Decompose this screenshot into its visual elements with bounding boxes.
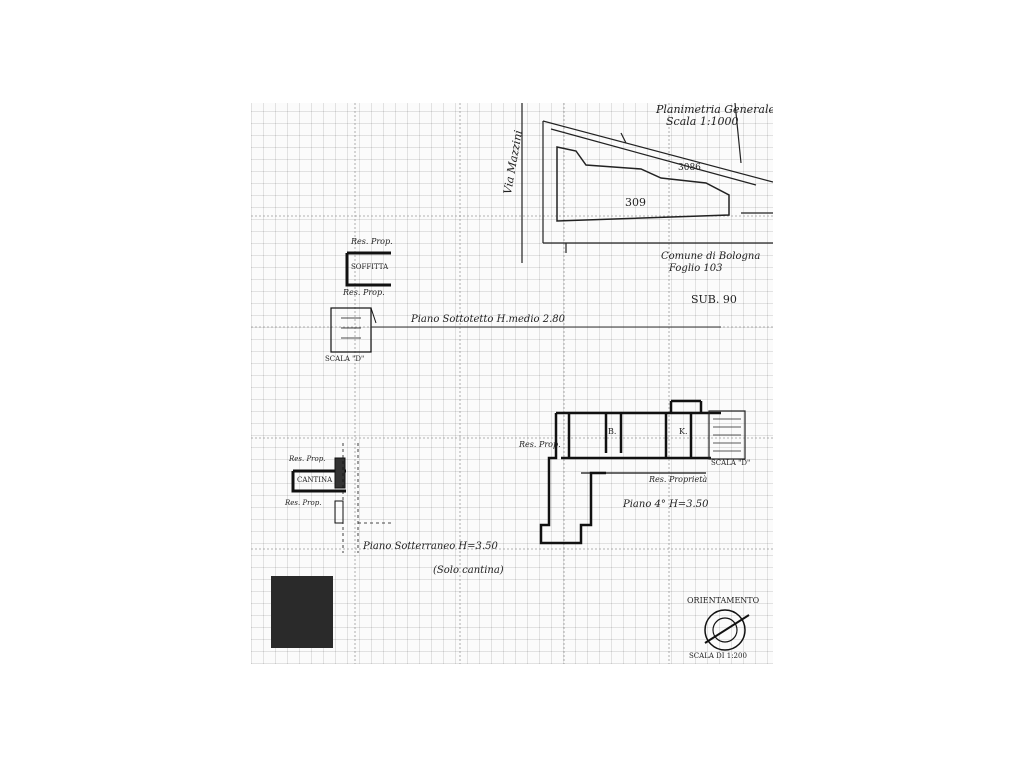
site-plan xyxy=(521,103,773,263)
basement-note: (Solo cantina) xyxy=(433,565,504,576)
attic-owner-bottom: Res. Prop. xyxy=(343,288,385,297)
floor-plan-sheet: Planimetria Generale Scala 1:1000 Via Ma… xyxy=(251,103,773,664)
orientation-symbol xyxy=(704,609,750,651)
sheet-label: Foglio 103 xyxy=(669,263,723,274)
basement-owner-bottom: Res. Prop. xyxy=(285,499,322,507)
title-scale: Scala 1:1000 xyxy=(666,115,739,128)
sub-label: SUB. 90 xyxy=(691,293,737,306)
fourth-floor-owner-left: Res. Prop. xyxy=(519,440,561,449)
parcel-main: 309 xyxy=(625,196,646,209)
fourth-floor-caption: Piano 4° H=3.50 xyxy=(623,499,709,510)
orientation-scale: SCALA DI 1:200 xyxy=(689,652,747,660)
basement-owner-top: Res. Prop. xyxy=(289,455,326,463)
fourth-floor-stair xyxy=(708,410,746,460)
attic-caption: Piano Sottotetto H.medio 2.80 xyxy=(411,314,565,325)
attic-owner-top: Res. Prop. xyxy=(351,237,393,246)
title-text: Planimetria Generale xyxy=(656,103,773,116)
attic-room-label: SOFFITTA xyxy=(351,263,389,271)
attic-stair-label: SCALA "D" xyxy=(325,355,365,363)
floor-plan-drawing xyxy=(251,103,773,664)
parcel-adjacent: 3086 xyxy=(678,163,701,173)
room-k-label: K. xyxy=(679,427,688,436)
municipality-label: Comune di Bologna xyxy=(661,251,761,262)
orientation-label: ORIENTAMENTO xyxy=(687,596,760,605)
fourth-floor-stair-label: SCALA "D" xyxy=(711,459,751,467)
fourth-floor-plan xyxy=(539,399,721,545)
basement-plan xyxy=(291,443,391,553)
room-b-label: B. xyxy=(608,427,617,436)
basement-room-label: CANTINA xyxy=(297,476,333,484)
fourth-floor-owner-corridor: Res. Proprietà xyxy=(649,475,708,484)
attic-plan xyxy=(330,251,391,353)
hatched-block xyxy=(271,576,333,648)
basement-caption: Piano Sotterraneo H=3.50 xyxy=(363,541,498,552)
